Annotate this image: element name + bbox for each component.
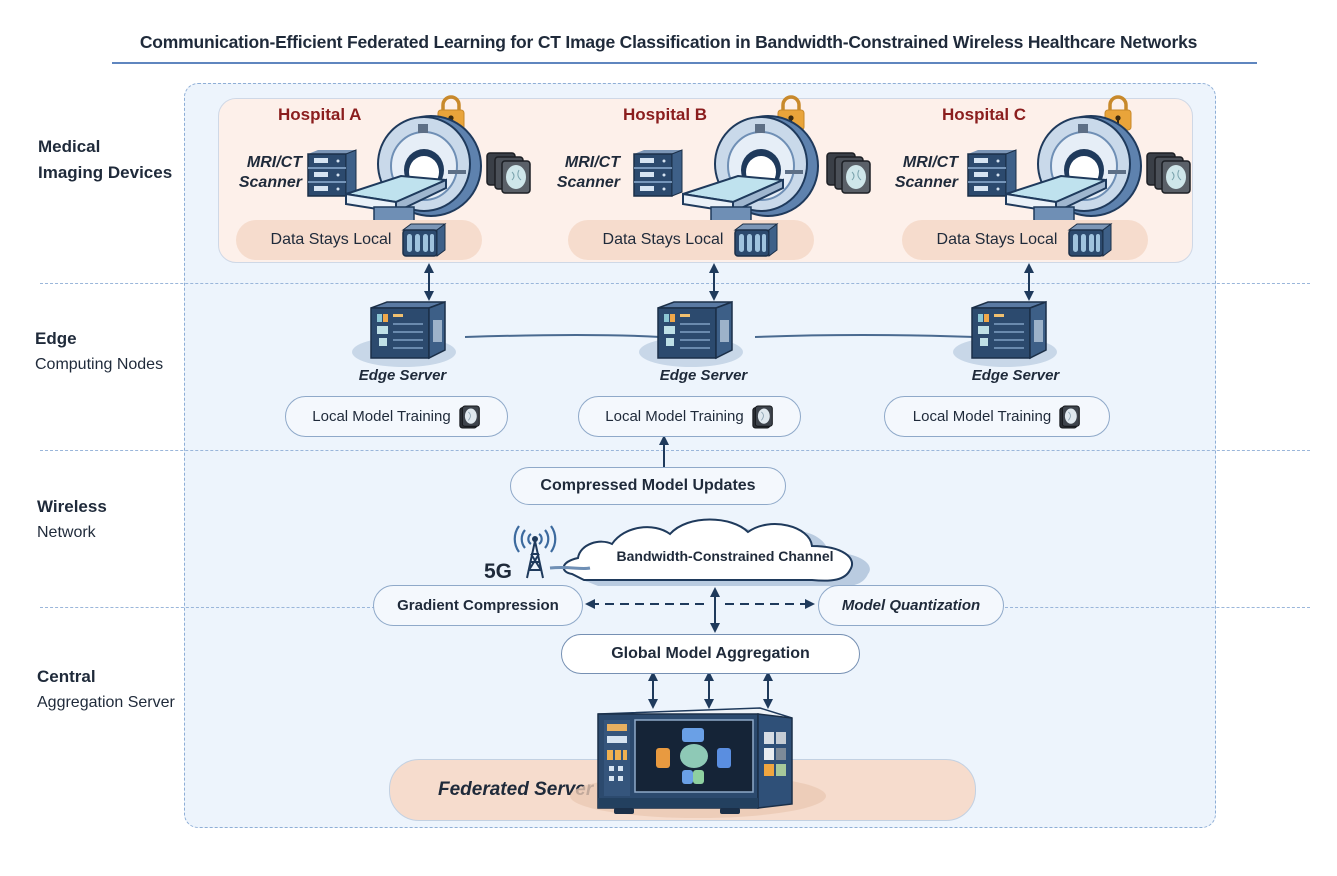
gradient-compression-label: Gradient Compression xyxy=(397,597,559,614)
edge-interconnect-line xyxy=(464,334,976,338)
layer-label-wireless-network: Wireless Network xyxy=(37,494,107,546)
layer-label-line1: Central xyxy=(37,667,96,686)
layer-label-line1: Wireless xyxy=(37,497,107,516)
data-stays-local-badge: Data Stays Local xyxy=(236,220,482,260)
data-stays-local-label: Data Stays Local xyxy=(602,231,724,248)
hospital-a-panel: Hospital A MRI/CT Scanner Data Stays Loc… xyxy=(218,98,543,263)
hospital-b-panel: Hospital B MRI/CT Scanner Data Stays Loc… xyxy=(548,98,873,263)
bandwidth-channel-cloud xyxy=(549,518,870,587)
local-model-training-badge: Local Model Training xyxy=(285,396,508,437)
hospital-name: Hospital C xyxy=(942,105,1027,124)
diagram-title: Communication-Efficient Federated Learni… xyxy=(139,32,1198,52)
bandwidth-channel-label: Bandwidth-Constrained Channel xyxy=(616,548,834,564)
scanner-label-line2: Scanner xyxy=(894,174,958,191)
federated-server-icon xyxy=(570,707,826,818)
ct-image-icon xyxy=(1059,404,1081,430)
edge-server-label: Edge Server xyxy=(659,367,748,384)
local-model-training-badge: Local Model Training xyxy=(578,396,801,437)
federated-server-label: Federated Server xyxy=(438,779,594,800)
data-stays-local-badge: Data Stays Local xyxy=(902,220,1148,260)
ct-image-icon xyxy=(459,404,481,430)
scanner-label-line2: Scanner xyxy=(556,174,620,191)
ct-image-icon xyxy=(752,404,774,430)
scanner-label-line1: MRI/CT xyxy=(902,154,958,171)
layer-label-line1: Medical xyxy=(38,137,101,156)
local-model-training-label: Local Model Training xyxy=(605,408,744,425)
layer-label-line2: Computing Nodes xyxy=(35,356,164,373)
layer-label-line2: Aggregation Server xyxy=(37,694,175,711)
layer-label-line2: Network xyxy=(37,524,96,541)
model-quantization-label: Model Quantization xyxy=(841,597,981,614)
model-quantization-badge: Model Quantization xyxy=(818,585,1004,626)
local-model-training-label: Local Model Training xyxy=(312,408,451,425)
global-model-aggregation-badge: Global Model Aggregation xyxy=(561,634,860,674)
scanner-label-line1: MRI/CT xyxy=(246,154,302,171)
layer-label-line1: Edge xyxy=(35,329,77,348)
layer-label-central-aggregation: Central Aggregation Server xyxy=(37,664,175,716)
data-stays-local-label: Data Stays Local xyxy=(936,231,1058,248)
data-stays-local-badge: Data Stays Local xyxy=(568,220,814,260)
compressed-model-updates-label: Compressed Model Updates xyxy=(540,477,756,494)
layer-label-medical-imaging: Medical Imaging Devices xyxy=(38,134,172,186)
edge-server-label: Edge Server xyxy=(971,367,1060,384)
title-underline xyxy=(112,62,1257,64)
hospital-c-panel: Hospital C MRI/CT Scanner Data Stays Loc… xyxy=(878,98,1193,263)
scanner-label: MRI/CT Scanner xyxy=(220,153,302,193)
data-stays-local-label: Data Stays Local xyxy=(270,231,392,248)
local-model-training-label: Local Model Training xyxy=(912,408,1052,425)
scanner-label-line2: Scanner xyxy=(238,174,302,191)
edge-server-icon xyxy=(950,300,1060,370)
hospital-name: Hospital A xyxy=(278,105,362,124)
gradient-compression-badge: Gradient Compression xyxy=(373,585,583,626)
scanner-label: MRI/CT Scanner xyxy=(876,153,958,193)
scanner-label-line1: MRI/CT xyxy=(564,154,620,171)
layer-separator xyxy=(40,450,1310,451)
local-model-training-badge: Local Model Training xyxy=(884,396,1110,437)
edge-server-icon xyxy=(636,300,746,370)
hospital-name: Hospital B xyxy=(623,105,708,124)
network-badge-5g: 5G xyxy=(484,560,513,583)
layer-label-edge-computing: Edge Computing Nodes xyxy=(35,326,163,378)
compressed-model-updates-badge: Compressed Model Updates xyxy=(510,467,786,505)
layer-separator xyxy=(40,283,1310,284)
global-model-aggregation-label: Global Model Aggregation xyxy=(611,645,810,662)
edge-server-label: Edge Server xyxy=(358,367,447,384)
edge-server-icon xyxy=(349,300,459,370)
layer-separator xyxy=(40,607,375,608)
layer-label-line2: Imaging Devices xyxy=(38,163,173,182)
layer-separator xyxy=(1005,607,1310,608)
cell-tower-icon xyxy=(513,525,557,579)
scanner-label: MRI/CT Scanner xyxy=(538,153,620,193)
